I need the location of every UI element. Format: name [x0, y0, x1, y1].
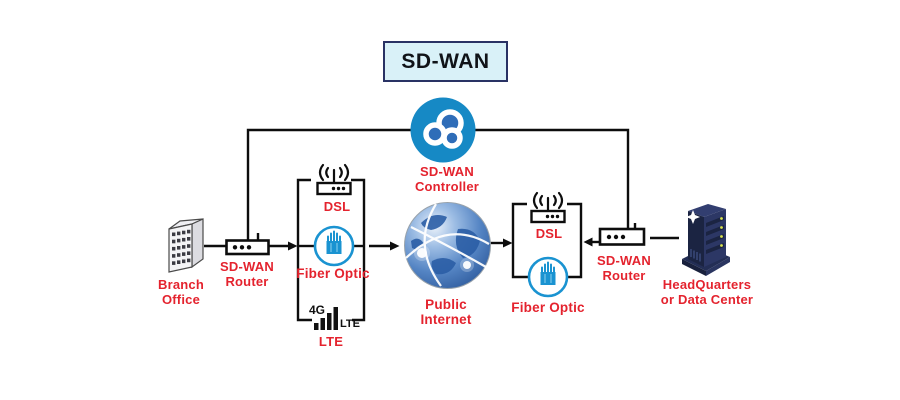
public-internet-icon	[404, 202, 491, 289]
left-router-label-line1: SD-WAN	[220, 259, 274, 274]
left-sdwan-router-icon	[225, 233, 270, 256]
left-fiber-optic-icon	[313, 225, 355, 267]
left-dsl-label: DSL	[323, 199, 351, 214]
left-router-label-line2: Router	[225, 274, 269, 289]
right-fiber-optic-label: Fiber Optic	[511, 300, 585, 315]
public-internet-label: Public Internet	[420, 297, 472, 327]
controller-label: SD-WAN Controller	[414, 164, 480, 194]
datacenter-server-icon	[682, 204, 730, 276]
right-router-label-line1: SD-WAN	[597, 253, 651, 268]
left-fiber-optic-label: Fiber Optic	[296, 266, 370, 281]
branch-office-label-line2: Office	[161, 292, 201, 307]
left-router-label: SD-WAN Router	[216, 259, 278, 289]
title-box: SD-WAN	[383, 41, 508, 82]
left-bracket-left	[296, 178, 312, 322]
lte-4g-text: 4G	[309, 303, 325, 317]
right-bracket-right	[567, 202, 583, 279]
lte-icon: 4G LTE	[309, 303, 360, 330]
datacenter-label-line2: or Data Center	[660, 292, 754, 307]
lte-label: LTE	[318, 334, 344, 349]
sdwan-controller-icon	[410, 97, 476, 163]
branch-office-label: Branch Office	[151, 277, 211, 307]
arrowhead-right-2	[390, 241, 400, 251]
lte-lte-text: LTE	[340, 318, 360, 330]
datacenter-label-line1: HeadQuarters	[662, 277, 752, 292]
right-router-label-line2: Router	[602, 268, 646, 283]
arrowhead-left-1	[583, 237, 593, 247]
branch-office-icon	[168, 218, 204, 273]
left-bracket-right	[351, 178, 366, 322]
right-dsl-label: DSL	[535, 226, 563, 241]
datacenter-label: HeadQuarters or Data Center	[654, 277, 760, 307]
right-sdwan-router-icon	[598, 223, 646, 246]
title-label: SD-WAN	[401, 49, 490, 73]
arrowhead-right-3	[503, 238, 513, 248]
right-fiber-optic-icon	[527, 256, 569, 298]
right-router-label: SD-WAN Router	[593, 253, 655, 283]
arrowhead-right-1	[288, 241, 298, 251]
right-dsl-icon	[530, 191, 566, 224]
left-dsl-icon	[316, 163, 352, 196]
branch-office-label-line1: Branch	[158, 277, 204, 292]
right-bracket-left	[511, 202, 528, 279]
